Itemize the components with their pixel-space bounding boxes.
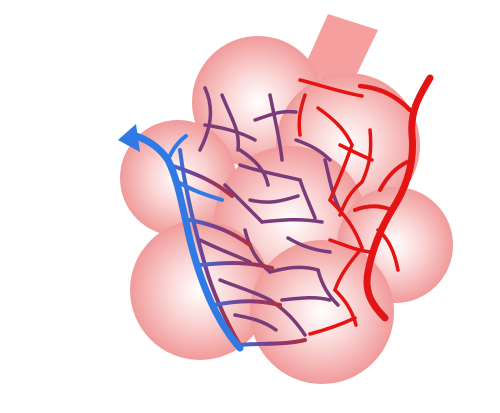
pulmonary-arteriole [353,74,434,322]
arrow-head-icon [118,124,140,152]
pulmonary-venule [132,132,244,352]
arteriole-network [297,78,400,336]
alveolus-bottom-right [250,240,394,384]
venule-network [168,148,307,347]
bronchiole-duct [302,14,378,88]
capillary-network [198,86,342,337]
alveolar-sacs [120,36,453,384]
